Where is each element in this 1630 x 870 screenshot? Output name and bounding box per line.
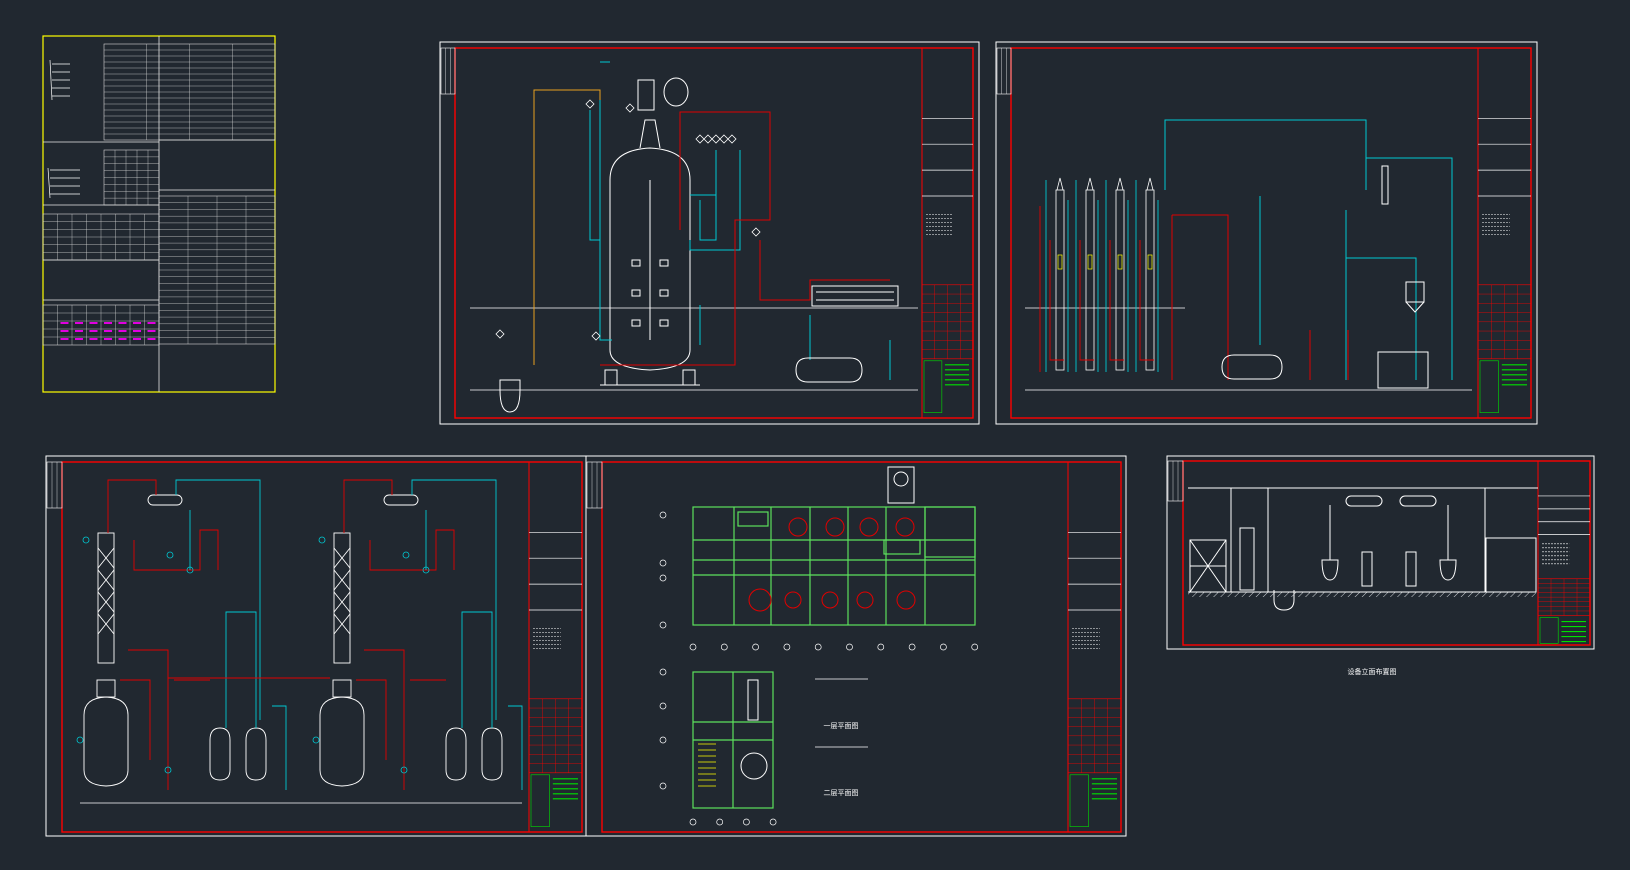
gas-header-flow-sheet[interactable]	[995, 41, 1538, 425]
scrubber-column[interactable]	[1105, 177, 1129, 372]
legend-sheet[interactable]	[42, 35, 276, 393]
feed-drum[interactable]	[499, 379, 521, 413]
scrubber-column[interactable]	[1045, 177, 1069, 372]
sheet-border	[995, 41, 1538, 425]
revision-table	[1067, 698, 1122, 774]
process-piping	[1164, 119, 1453, 380]
floor-plan-1-title: 一层平面图	[824, 722, 859, 730]
sheet-border	[585, 455, 1127, 837]
twin-reactor-flow-sheet[interactable]	[45, 455, 587, 837]
scrubber-column[interactable]	[1135, 177, 1159, 372]
elevation-section-sheet[interactable]: 设备立面布置图	[1166, 455, 1595, 676]
reactor-vessel[interactable]	[600, 79, 700, 386]
reactor-unit[interactable]	[76, 479, 287, 790]
legend-grid-a	[103, 43, 276, 141]
receiver-tank[interactable]	[1221, 354, 1283, 380]
binding-strip	[586, 461, 603, 509]
receiver-tank[interactable]	[795, 357, 863, 383]
building-section[interactable]	[1188, 487, 1538, 611]
binding-strip-grid	[1167, 460, 1184, 502]
legend-symbol-table-upper	[103, 43, 276, 141]
legend-code-table	[42, 149, 160, 261]
binding-strip-grid	[586, 461, 603, 509]
plan-titles: 一层平面图 二层平面图	[815, 678, 868, 797]
scrubber-column[interactable]	[1075, 177, 1099, 372]
legend-tag-diagram	[47, 59, 80, 199]
title-block	[1537, 495, 1591, 644]
sheet-border	[1166, 455, 1595, 650]
sheet-border	[439, 41, 980, 425]
reactor-unit-pair[interactable]	[76, 479, 523, 790]
stair	[698, 743, 716, 787]
drawing-frame	[1182, 460, 1591, 646]
revision-table	[528, 698, 583, 774]
binding-strip	[440, 47, 456, 95]
floor-plan-sheet[interactable]: 一层平面图 二层平面图	[585, 455, 1127, 837]
drawing-frame	[454, 47, 974, 419]
heat-exchanger[interactable]	[811, 285, 899, 307]
ground-floor-plan[interactable]	[659, 506, 979, 651]
floor-plan-2-title: 二层平面图	[824, 789, 859, 797]
title-block	[528, 531, 583, 827]
binding-strip-grid	[46, 461, 63, 509]
legend-code-table-magenta	[42, 304, 160, 346]
instrument-bubbles	[495, 99, 761, 341]
legend-grid-b	[158, 195, 276, 345]
sheet-border	[45, 455, 587, 837]
title-block	[921, 117, 974, 413]
legend-grid-d	[42, 304, 160, 346]
revision-table	[1477, 284, 1532, 360]
title-block	[1067, 531, 1122, 827]
revision-table	[1537, 578, 1591, 616]
legend-symbol-table-lower	[158, 195, 276, 345]
revision-table	[921, 284, 974, 360]
second-floor-plan[interactable]	[659, 668, 777, 826]
drawing-frame	[1010, 47, 1532, 419]
drawing-frame	[61, 461, 583, 833]
title-block	[1477, 117, 1532, 413]
binding-strip-grid	[996, 47, 1012, 95]
reactor-flow-sheet[interactable]	[439, 41, 980, 425]
legend-grid-c	[103, 149, 160, 206]
binding-strip	[1167, 460, 1184, 502]
scrubber-column-group[interactable]	[1039, 177, 1159, 372]
process-piping	[533, 61, 891, 380]
plan-equipment-circles	[748, 517, 916, 612]
reactor-unit[interactable]	[312, 479, 523, 790]
binding-strip-grid	[440, 47, 456, 95]
plan-2-equipment	[740, 466, 915, 780]
binding-strip	[996, 47, 1012, 95]
section-caption: 设备立面布置图	[1348, 667, 1397, 676]
drawing-frame	[601, 461, 1122, 833]
overhead-condenser[interactable]	[663, 77, 689, 107]
binding-strip	[46, 461, 63, 509]
cyclone-separator[interactable]	[1377, 165, 1429, 389]
legend-grid-c2	[42, 213, 160, 261]
